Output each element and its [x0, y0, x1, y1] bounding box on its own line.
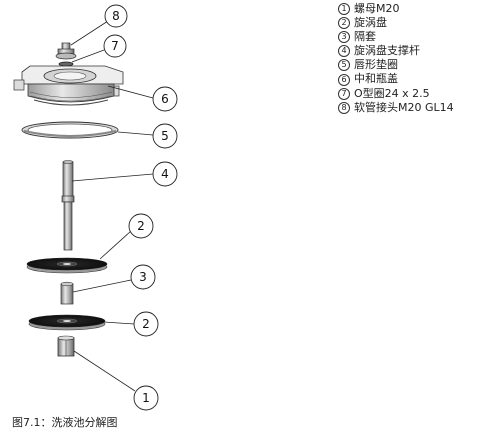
svg-text:4: 4 [161, 167, 169, 181]
legend-number: 2 [338, 17, 350, 30]
lip-seal-part [21, 121, 119, 139]
svg-text:5: 5 [161, 129, 169, 143]
legend-label: O型圈24 x 2.5 [354, 86, 430, 100]
legend-number: 7 [338, 87, 350, 100]
svg-text:8: 8 [112, 9, 120, 23]
callout-4: 4 [152, 161, 178, 187]
legend-number: 8 [338, 101, 350, 114]
svg-text:7: 7 [111, 39, 119, 53]
legend-label: 中和瓶盖 [354, 72, 398, 86]
legend-label: 螺母M20 [354, 2, 400, 15]
callout-5: 5 [152, 123, 178, 149]
legend-number: 5 [338, 59, 350, 72]
legend-label: 唇形垫圈 [354, 58, 398, 72]
o-ring-part [58, 61, 74, 67]
leader-lines [70, 20, 154, 392]
spacer-sleeve-part [60, 281, 74, 305]
svg-text:2: 2 [137, 219, 145, 233]
swirl-disc-lower-part [28, 314, 106, 331]
legend-item: 7 O型圈24 x 2.5 [338, 87, 454, 101]
legend-item: 1 螺母M20 [338, 2, 454, 16]
legend-item: 2 旋涡盘 [338, 16, 454, 30]
parts-legend: 1 螺母M20 2 旋涡盘 3 隔套 4 旋涡盘支撑杆 5 唇形垫圈 6 中和瓶… [338, 2, 454, 115]
figure-caption: 图7.1：洗液池分解图 [12, 416, 118, 429]
callout-1: 1 [133, 385, 159, 411]
callout-8: 8 [104, 4, 128, 28]
legend-number: 4 [338, 45, 350, 58]
callout-3: 3 [130, 264, 156, 290]
nut-part [57, 335, 75, 357]
legend-label: 软管接头M20 GL14 [354, 100, 454, 114]
svg-text:3: 3 [139, 270, 147, 284]
support-rod-part [61, 160, 75, 251]
hose-connector-part [55, 42, 77, 60]
svg-text:6: 6 [161, 92, 169, 106]
legend-number: 3 [338, 31, 350, 44]
legend-item: 4 旋涡盘支撑杆 [338, 44, 454, 58]
legend-number: 6 [338, 73, 350, 86]
svg-text:2: 2 [142, 317, 150, 331]
callout-2-lower: 2 [133, 311, 159, 337]
legend-item: 5 唇形垫圈 [338, 58, 454, 72]
svg-text:1: 1 [142, 391, 150, 405]
legend-label: 隔套 [354, 30, 376, 44]
legend-label: 旋涡盘 [354, 16, 387, 30]
legend-item: 8 软管接头M20 GL14 [338, 101, 454, 115]
callout-6: 6 [152, 86, 178, 112]
bottle-cap-part [13, 65, 124, 106]
legend-label: 旋涡盘支撑杆 [354, 44, 420, 58]
callout-2-upper: 2 [128, 213, 154, 239]
legend-item: 6 中和瓶盖 [338, 72, 454, 86]
legend-number: 1 [338, 3, 350, 16]
legend-item: 3 隔套 [338, 30, 454, 44]
callout-7: 7 [103, 34, 127, 58]
swirl-disc-upper-part [26, 257, 108, 274]
